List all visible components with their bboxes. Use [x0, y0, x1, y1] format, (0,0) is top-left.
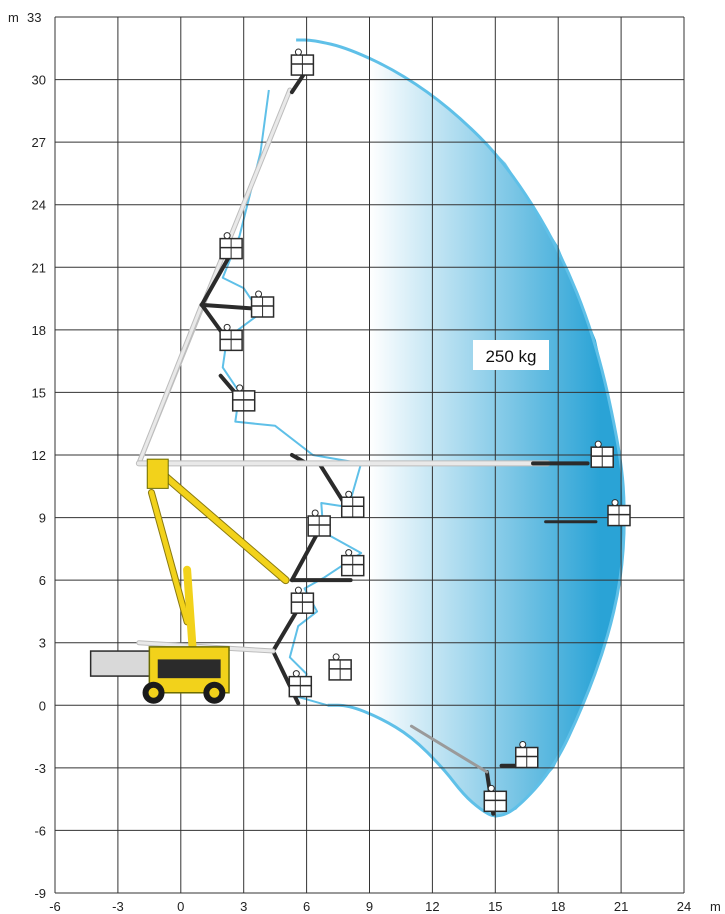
- chassis-stripe: [157, 659, 221, 679]
- operator-head: [223, 232, 231, 240]
- envelope-shading: [369, 56, 626, 818]
- operator-head: [611, 499, 619, 507]
- y-tick-label: 30: [32, 73, 46, 88]
- unit-labels: m 33 m: [8, 10, 721, 914]
- y-tick-label: -6: [34, 823, 46, 838]
- operator-head: [292, 670, 300, 678]
- platform-baskets: [219, 48, 631, 813]
- x-tick-label: -3: [112, 899, 124, 914]
- x-tick-label: 3: [240, 899, 247, 914]
- x-tick-label: 6: [303, 899, 310, 914]
- y-tick-label: 15: [32, 385, 46, 400]
- operator-head: [236, 384, 244, 392]
- boom-joint: [146, 458, 169, 489]
- wheel-hub: [209, 687, 220, 698]
- operator-head: [294, 48, 302, 56]
- operator-head: [332, 653, 340, 661]
- y-tick-label: -9: [34, 886, 46, 901]
- y-tick-label: 21: [32, 260, 46, 275]
- negative-boom: [409, 724, 489, 774]
- active-boom: [156, 468, 289, 584]
- operator-head: [294, 586, 302, 594]
- jib-arm: [199, 302, 263, 311]
- y-tick-label: 12: [32, 448, 46, 463]
- load-capacity-label: 250 kg: [473, 340, 549, 370]
- load-label-text: 250 kg: [485, 347, 536, 366]
- y-tick-label: 24: [32, 198, 46, 213]
- x-tick-label: 12: [425, 899, 439, 914]
- y-tick-label: 9: [39, 511, 46, 526]
- x-tick-label: 0: [177, 899, 184, 914]
- operator-head: [345, 549, 353, 557]
- jib-arm: [289, 71, 307, 95]
- riser: [148, 490, 190, 625]
- y-tick-label: -3: [34, 761, 46, 776]
- x-tick-label: 24: [677, 899, 691, 914]
- operator-head: [519, 741, 527, 749]
- operator-head: [255, 290, 263, 298]
- y-tick-label: 27: [32, 135, 46, 150]
- load-label-box: [473, 340, 549, 370]
- riser-lower: [183, 565, 198, 664]
- operator-head: [487, 784, 495, 792]
- x-tick-label: 18: [551, 899, 565, 914]
- operator-head: [223, 323, 231, 331]
- y-unit-label: m: [8, 10, 19, 25]
- operator-head: [345, 490, 353, 498]
- lower-boom-upright-fill: [137, 303, 204, 465]
- envelope-outline: [296, 38, 626, 818]
- wheel-hub: [148, 687, 159, 698]
- y-tick-label: 18: [32, 323, 46, 338]
- x-tick-label: 21: [614, 899, 628, 914]
- y-tick-label: 6: [39, 573, 46, 588]
- x-tick-label: 9: [366, 899, 373, 914]
- y-tick-label: 0: [39, 698, 46, 713]
- x-tick-label: 15: [488, 899, 502, 914]
- y-top-tick-label: 33: [27, 10, 41, 25]
- jib-arm: [289, 528, 322, 583]
- x-unit-label: m: [710, 899, 721, 914]
- working-envelope: [221, 38, 626, 818]
- operator-head: [594, 440, 602, 448]
- machine: [89, 458, 230, 704]
- grid: [54, 16, 685, 894]
- operator-head: [311, 509, 319, 517]
- jib-arm: [199, 254, 232, 307]
- x-tick-label: -6: [49, 899, 61, 914]
- y-tick-label: 3: [39, 636, 46, 651]
